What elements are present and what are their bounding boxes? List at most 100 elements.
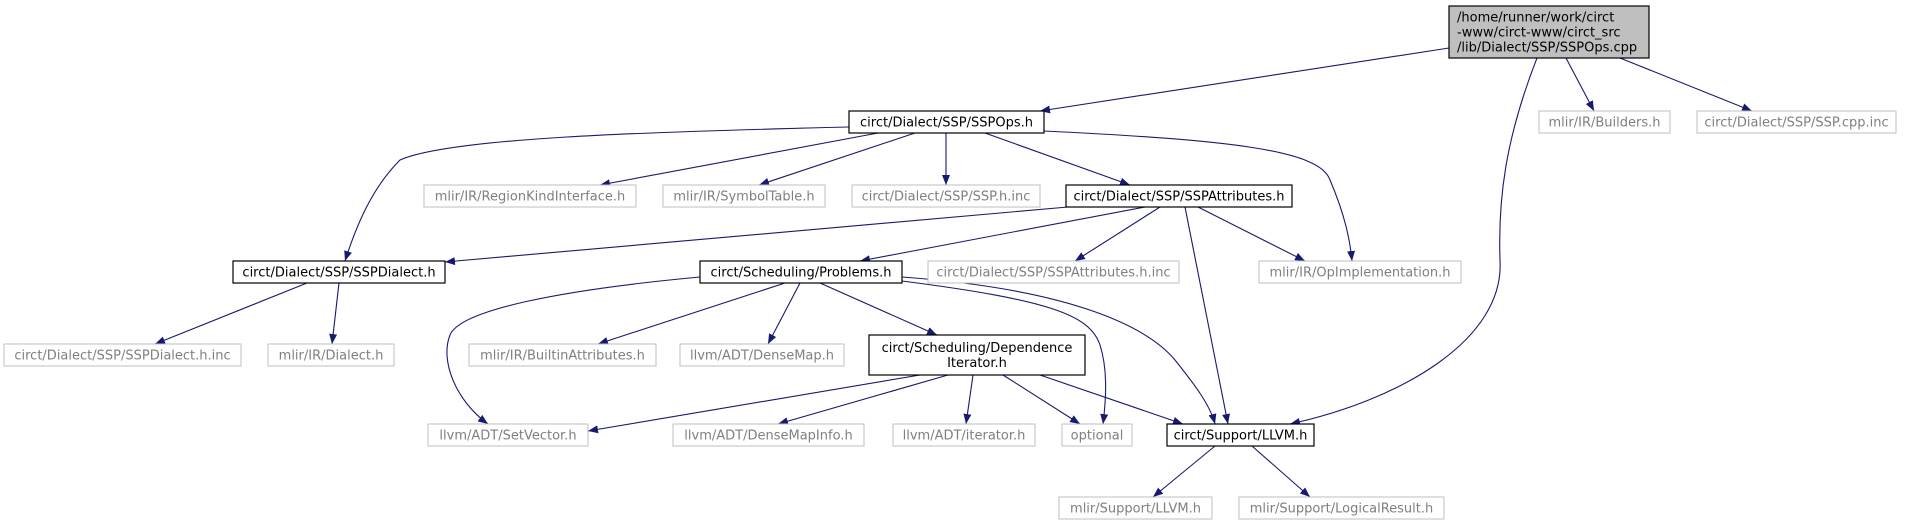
- node-label: circt/Dialect/SSP/SSP.h.inc: [862, 190, 1031, 205]
- edge-root-to-builders_h: [1565, 57, 1595, 112]
- node-densemapinfo-h: llvm/ADT/DenseMapInfo.h: [672, 423, 865, 447]
- node-box: [851, 184, 1041, 208]
- edge-depiter_h-to-support_llvm_h: [1039, 374, 1184, 425]
- node-ssp-h-inc: circt/Dialect/SSP/SSP.h.inc: [851, 184, 1041, 208]
- node-symboltable-h: mlir/IR/SymbolTable.h: [662, 184, 826, 208]
- node-label: optional: [1071, 429, 1124, 444]
- node-label: circt/Dialect/SSP/SSPAttributes.h: [1073, 190, 1284, 205]
- edge-sspops_h-to-sspattributes_h: [984, 132, 1131, 186]
- node-label: circt/Dialect/SSP/SSP.cpp.inc: [1704, 116, 1888, 131]
- node-label: llvm/ADT/iterator.h: [903, 429, 1026, 444]
- node-label: circt/Dialect/SSP/SSPDialect.h.inc: [14, 349, 230, 364]
- node-label: mlir/Support/LLVM.h: [1070, 502, 1201, 517]
- edge-support_llvm_h-to-mlir_support_llvm_h: [1152, 445, 1216, 498]
- node-box: [927, 260, 1180, 284]
- node-ssp-cpp-inc: circt/Dialect/SSP/SSP.cpp.inc: [1696, 110, 1897, 134]
- node-label: circt/Dialect/SSP/SSPAttributes.h.inc: [936, 266, 1170, 281]
- node-label: /home/runner/work/circt: [1457, 11, 1614, 26]
- edge-problems_h-to-support_llvm_h: [901, 276, 1217, 425]
- node-mlir-support-llvm-h: mlir/Support/LLVM.h: [1058, 496, 1213, 520]
- node-label: circt/Scheduling/Dependence: [882, 341, 1073, 356]
- node-densemap-h: llvm/ADT/DenseMap.h: [679, 343, 845, 367]
- node-problems-h[interactable]: circt/Scheduling/Problems.h: [699, 260, 903, 284]
- node-box: [3, 343, 242, 367]
- node-setvector-h: llvm/ADT/SetVector.h: [427, 423, 589, 447]
- node-label: circt/Scheduling/Problems.h: [711, 266, 892, 281]
- node-sspattributes-h-inc: circt/Dialect/SSP/SSPAttributes.h.inc: [927, 260, 1180, 284]
- edge-sspops_h-to-opimpl_h: [1043, 130, 1356, 262]
- edge-sspops_h-to-sspdialect_h: [344, 126, 850, 262]
- node-box: [1696, 110, 1897, 134]
- node-box: [1538, 110, 1671, 134]
- node-box: [1061, 423, 1133, 447]
- node-root[interactable]: /home/runner/work/circt-www/circt-www/ci…: [1448, 5, 1650, 59]
- node-sspattributes-h[interactable]: circt/Dialect/SSP/SSPAttributes.h: [1065, 184, 1293, 208]
- node-box: [679, 343, 845, 367]
- node-box: [1238, 496, 1445, 520]
- node-label: circt/Dialect/SSP/SSPOps.h: [860, 116, 1033, 131]
- node-label: llvm/ADT/SetVector.h: [439, 429, 576, 444]
- node-box: [232, 260, 446, 284]
- node-label: mlir/IR/Builders.h: [1549, 116, 1661, 131]
- edge-problems_h-to-densemap_h: [767, 282, 801, 345]
- edge-depiter_h-to-iterator_h: [963, 374, 974, 425]
- edge-root-to-sspops_h: [1039, 47, 1450, 114]
- node-label: /lib/Dialect/SSP/SSPOps.cpp: [1457, 41, 1637, 56]
- node-support-llvm-h[interactable]: circt/Support/LLVM.h: [1166, 423, 1315, 447]
- node-label: mlir/IR/RegionKindInterface.h: [435, 190, 626, 205]
- edge-sspattributes_h-to-sspdialect_h: [444, 206, 1069, 266]
- edge-sspops_h-to-regionkind_h: [599, 132, 879, 188]
- node-label: mlir/IR/SymbolTable.h: [673, 190, 814, 205]
- edge-sspattributes_h-to-support_llvm_h: [1184, 206, 1230, 425]
- edge-problems_h-to-optional: [901, 280, 1109, 425]
- edge-root-to-ssp_cpp_inc: [1619, 57, 1753, 112]
- node-box: [1166, 423, 1315, 447]
- node-opimpl-h: mlir/IR/OpImplementation.h: [1258, 260, 1462, 284]
- node-iterator-h: llvm/ADT/iterator.h: [892, 423, 1036, 447]
- node-sspdialect-h[interactable]: circt/Dialect/SSP/SSPDialect.h: [232, 260, 446, 284]
- edge-sspattributes_h-to-opimpl_h: [1197, 206, 1306, 262]
- node-optional: optional: [1061, 423, 1133, 447]
- node-sspdialect-h-inc: circt/Dialect/SSP/SSPDialect.h.inc: [3, 343, 242, 367]
- node-builders-h: mlir/IR/Builders.h: [1538, 110, 1671, 134]
- node-box: [699, 260, 903, 284]
- node-box: [868, 334, 1086, 376]
- edge-root-to-support_llvm_h: [1289, 57, 1538, 426]
- nodes-layer: /home/runner/work/circt-www/circt-www/ci…: [3, 5, 1897, 520]
- node-label: llvm/ADT/DenseMap.h: [690, 349, 834, 364]
- node-label: mlir/Support/LogicalResult.h: [1250, 502, 1433, 517]
- edge-sspops_h-to-symboltable_h: [758, 132, 916, 186]
- node-regionkind-h: mlir/IR/RegionKindInterface.h: [423, 184, 637, 208]
- node-label: circt/Support/LLVM.h: [1174, 429, 1308, 444]
- node-logicalresult-h: mlir/Support/LogicalResult.h: [1238, 496, 1445, 520]
- edge-problems_h-to-setvector_h: [446, 276, 701, 425]
- edge-sspdialect_h-to-sspdialect_h_inc: [154, 282, 308, 345]
- edges-layer: [154, 47, 1753, 498]
- node-label: circt/Dialect/SSP/SSPDialect.h: [242, 266, 435, 281]
- node-label: -www/circt-www/circt_src: [1457, 26, 1621, 41]
- node-box: [423, 184, 637, 208]
- node-box: [1058, 496, 1213, 520]
- node-box: [468, 343, 657, 367]
- edge-problems_h-to-builtinattrs_h: [597, 282, 786, 345]
- node-box: [892, 423, 1036, 447]
- node-box: [427, 423, 589, 447]
- node-sspops-h[interactable]: circt/Dialect/SSP/SSPOps.h: [848, 110, 1045, 134]
- edge-support_llvm_h-to-logicalresult_h: [1251, 445, 1311, 498]
- edge-depiter_h-to-setvector_h: [587, 374, 921, 434]
- edge-depiter_h-to-densemapinfo_h: [777, 374, 949, 426]
- node-builtinattrs-h: mlir/IR/BuiltinAttributes.h: [468, 343, 657, 367]
- node-box: [1065, 184, 1293, 208]
- node-label: mlir/IR/BuiltinAttributes.h: [480, 349, 645, 364]
- node-box: [1448, 5, 1650, 59]
- node-label: mlir/IR/Dialect.h: [279, 349, 384, 364]
- node-box: [267, 343, 395, 367]
- node-dialect-h: mlir/IR/Dialect.h: [267, 343, 395, 367]
- node-label: mlir/IR/OpImplementation.h: [1270, 266, 1451, 281]
- edge-sspattributes_h-to-problems_h: [859, 206, 1146, 264]
- edge-sspattributes_h-to-sspattributes_h_inc: [1074, 206, 1161, 262]
- node-box: [1258, 260, 1462, 284]
